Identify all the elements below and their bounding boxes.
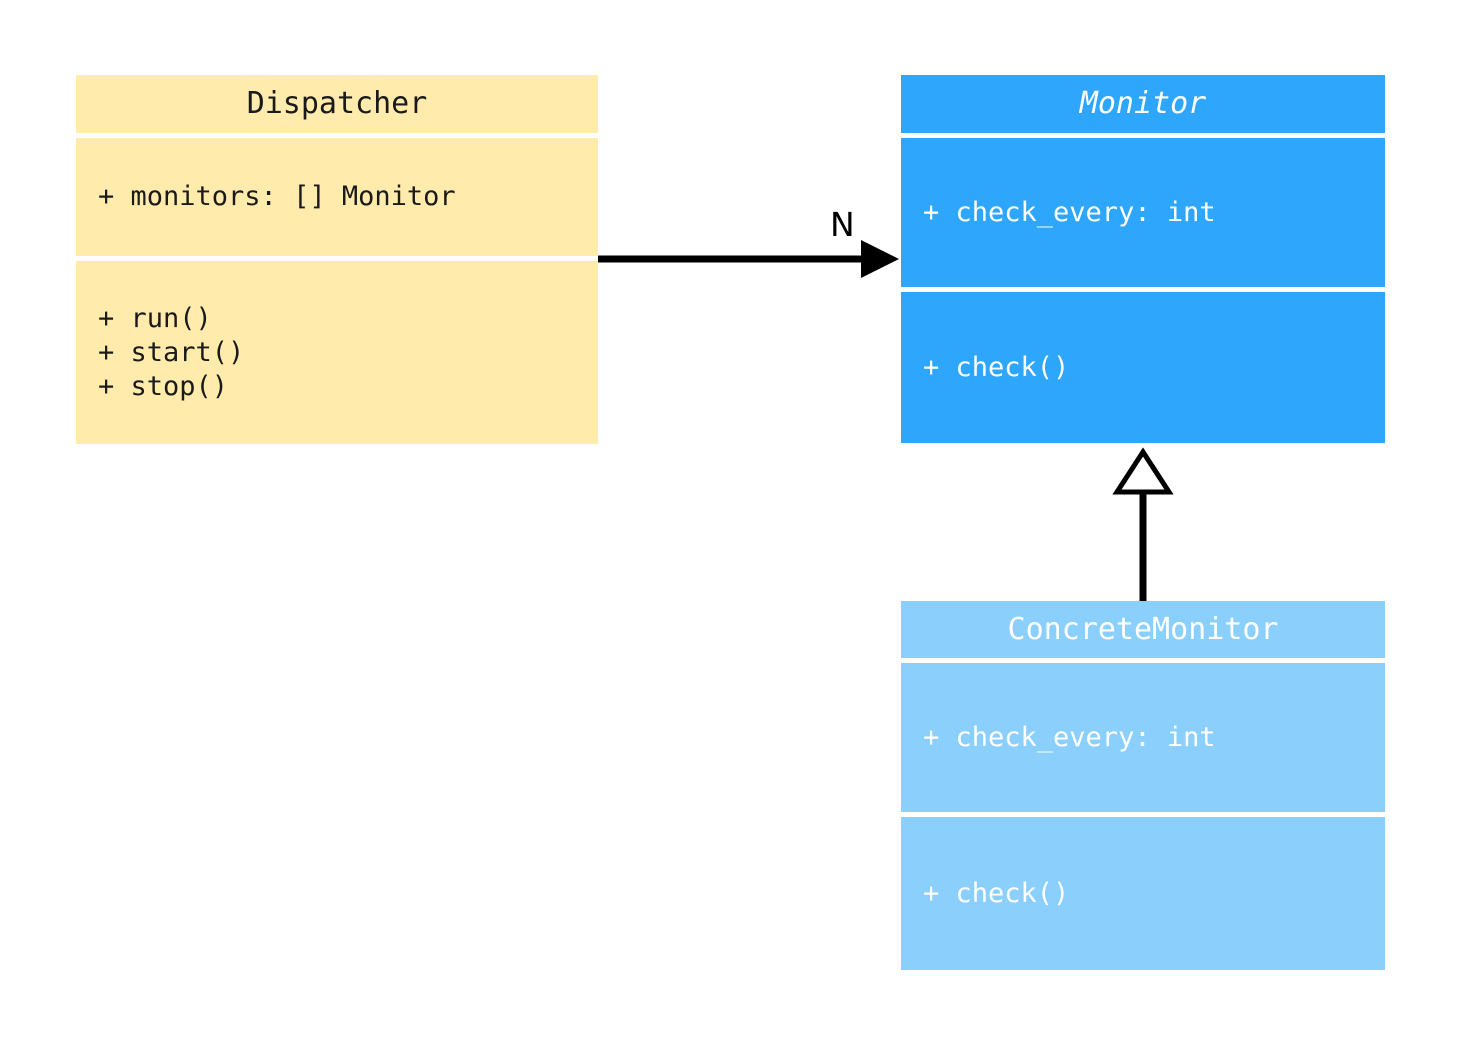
- dispatcher-title-compartment: Dispatcher: [76, 75, 598, 133]
- concrete-monitor-methods-compartment: + check(): [901, 817, 1385, 970]
- monitor-title-compartment: Monitor: [901, 75, 1385, 133]
- association-multiplicity-label: N: [830, 205, 855, 244]
- uml-class-dispatcher[interactable]: Dispatcher + monitors: [] Monitor + run(…: [76, 75, 598, 444]
- dispatcher-attributes: + monitors: [] Monitor: [98, 181, 456, 212]
- concrete-monitor-methods: + check(): [923, 877, 1070, 909]
- uml-class-monitor[interactable]: Monitor + check_every: int + check(): [901, 75, 1385, 443]
- monitor-attributes-compartment: + check_every: int: [901, 138, 1385, 287]
- monitor-attributes: + check_every: int: [923, 196, 1216, 228]
- monitor-methods-compartment: + check(): [901, 292, 1385, 443]
- dispatcher-attributes-compartment: + monitors: [] Monitor: [76, 138, 598, 256]
- monitor-class-name: Monitor: [1079, 86, 1207, 121]
- concrete-monitor-attributes-compartment: + check_every: int: [901, 663, 1385, 812]
- uml-class-concrete-monitor[interactable]: ConcreteMonitor + check_every: int + che…: [901, 601, 1385, 970]
- generalization-edge-concretemonitor-monitor: [1112, 447, 1174, 601]
- concrete-monitor-attributes: + check_every: int: [923, 721, 1216, 753]
- concrete-monitor-title-compartment: ConcreteMonitor: [901, 601, 1385, 658]
- dispatcher-methods-compartment: + run() + start() + stop(): [76, 261, 598, 444]
- filled-triangle-arrowhead: [861, 240, 899, 278]
- dispatcher-class-name: Dispatcher: [246, 86, 428, 121]
- association-edge-dispatcher-monitor: [598, 240, 899, 278]
- hollow-triangle-arrowhead: [1112, 447, 1174, 495]
- concrete-monitor-class-name: ConcreteMonitor: [1007, 612, 1279, 647]
- dispatcher-methods: + run() + start() + stop(): [98, 302, 245, 402]
- monitor-methods: + check(): [923, 351, 1070, 383]
